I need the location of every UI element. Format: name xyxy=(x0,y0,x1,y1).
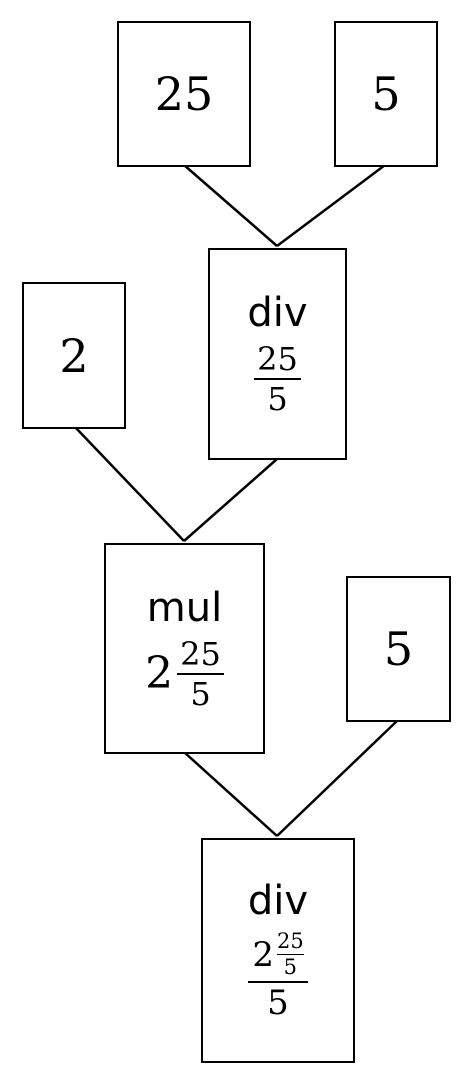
fraction: 25 5 xyxy=(177,638,224,710)
fraction-expression: 25 5 xyxy=(254,343,301,415)
fraction-bar xyxy=(177,672,224,675)
mixed-expression: 2 25 5 xyxy=(145,638,224,710)
operator-label: div xyxy=(247,878,309,924)
numerator: 25 xyxy=(180,634,221,673)
node-value: 5 xyxy=(371,67,401,121)
numerator: 25 xyxy=(257,340,298,378)
fraction-bar xyxy=(254,378,301,380)
node-value: 25 xyxy=(154,67,214,121)
outer-denominator: 5 xyxy=(267,983,289,1023)
node-leaf-5-mid: 5 xyxy=(346,576,451,722)
outer-fraction-bar xyxy=(248,981,308,983)
node-leaf-25: 25 xyxy=(117,21,251,167)
edge-2-to-mul xyxy=(74,426,185,542)
inner-fraction-bar xyxy=(276,954,304,955)
fraction: 25 5 xyxy=(254,343,301,415)
inner-fraction: 25 5 xyxy=(276,929,304,979)
whole-part: 2 xyxy=(145,648,174,699)
node-mul: mul 2 25 5 xyxy=(104,543,265,754)
nested-fraction-expression: 2 25 5 5 xyxy=(248,931,308,1023)
operator-label: mul xyxy=(146,584,223,631)
inner-denominator: 5 xyxy=(283,955,297,979)
node-value: 5 xyxy=(383,622,414,676)
node-leaf-5-top: 5 xyxy=(334,21,438,167)
edge-5-to-div xyxy=(276,164,386,247)
edge-div-to-mul xyxy=(183,458,278,542)
node-leaf-2: 2 xyxy=(22,282,126,429)
outer-numerator: 2 25 5 xyxy=(248,931,307,978)
inner-numerator: 25 xyxy=(276,929,304,953)
denominator: 5 xyxy=(267,380,288,418)
operator-label: div xyxy=(247,290,308,336)
edge-25-to-div xyxy=(183,164,278,247)
whole-part: 2 xyxy=(252,934,274,975)
node-value: 2 xyxy=(59,328,89,383)
edge-mul-to-div xyxy=(183,751,278,837)
outer-fraction: 2 25 5 5 xyxy=(248,931,308,1023)
edge-5-to-root-div xyxy=(276,719,399,837)
denominator: 5 xyxy=(190,674,211,713)
node-div-2: div 2 25 5 5 xyxy=(201,838,355,1063)
node-div-1: div 25 5 xyxy=(208,248,347,460)
